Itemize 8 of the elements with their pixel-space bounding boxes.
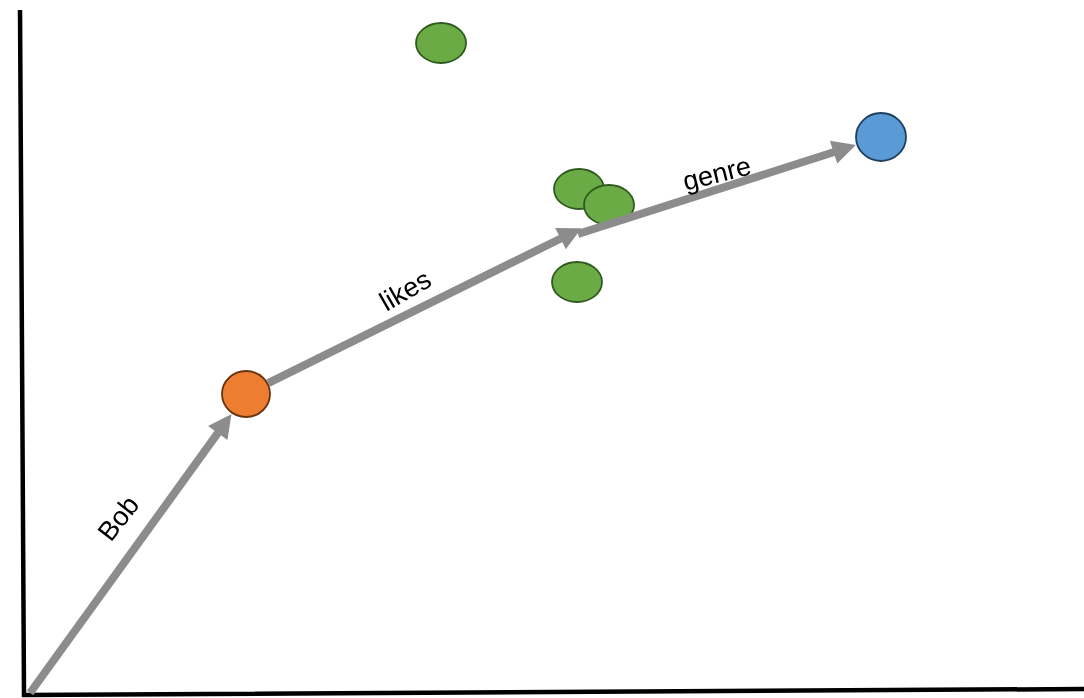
edge-label: Bob [97,499,138,542]
circle [415,22,467,64]
circle [583,184,635,226]
edge-label: genre [684,161,751,195]
circle [551,261,603,303]
circle [855,112,907,162]
circle [221,370,271,418]
edge-label: likes [378,274,431,311]
